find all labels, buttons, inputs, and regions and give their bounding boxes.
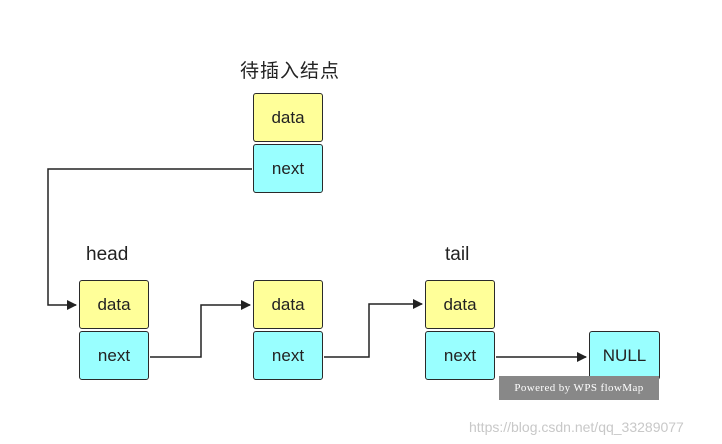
wps-flowmap-badge: Powered by WPS flowMap [499, 376, 659, 400]
new-node-next-cell: next [253, 144, 323, 193]
null-node: NULL [589, 331, 660, 380]
node3-data-cell: data [425, 280, 495, 329]
node1-next-cell: next [79, 331, 149, 380]
node1-data-cell: data [79, 280, 149, 329]
arrow-node2-to-node3 [324, 299, 423, 358]
source-watermark: https://blog.csdn.net/qq_33289077 [469, 419, 684, 435]
head-label: head [86, 244, 129, 265]
node2-data-cell: data [253, 280, 323, 329]
arrow-node1-to-node2 [150, 300, 251, 358]
arrow-new-node-to-head [47, 168, 252, 310]
node3-next-cell: next [425, 331, 495, 380]
tail-label: tail [445, 244, 470, 265]
node2-next-cell: next [253, 331, 323, 380]
new-node-data-cell: data [253, 93, 323, 142]
diagram-title: 待插入结点 [240, 61, 341, 82]
